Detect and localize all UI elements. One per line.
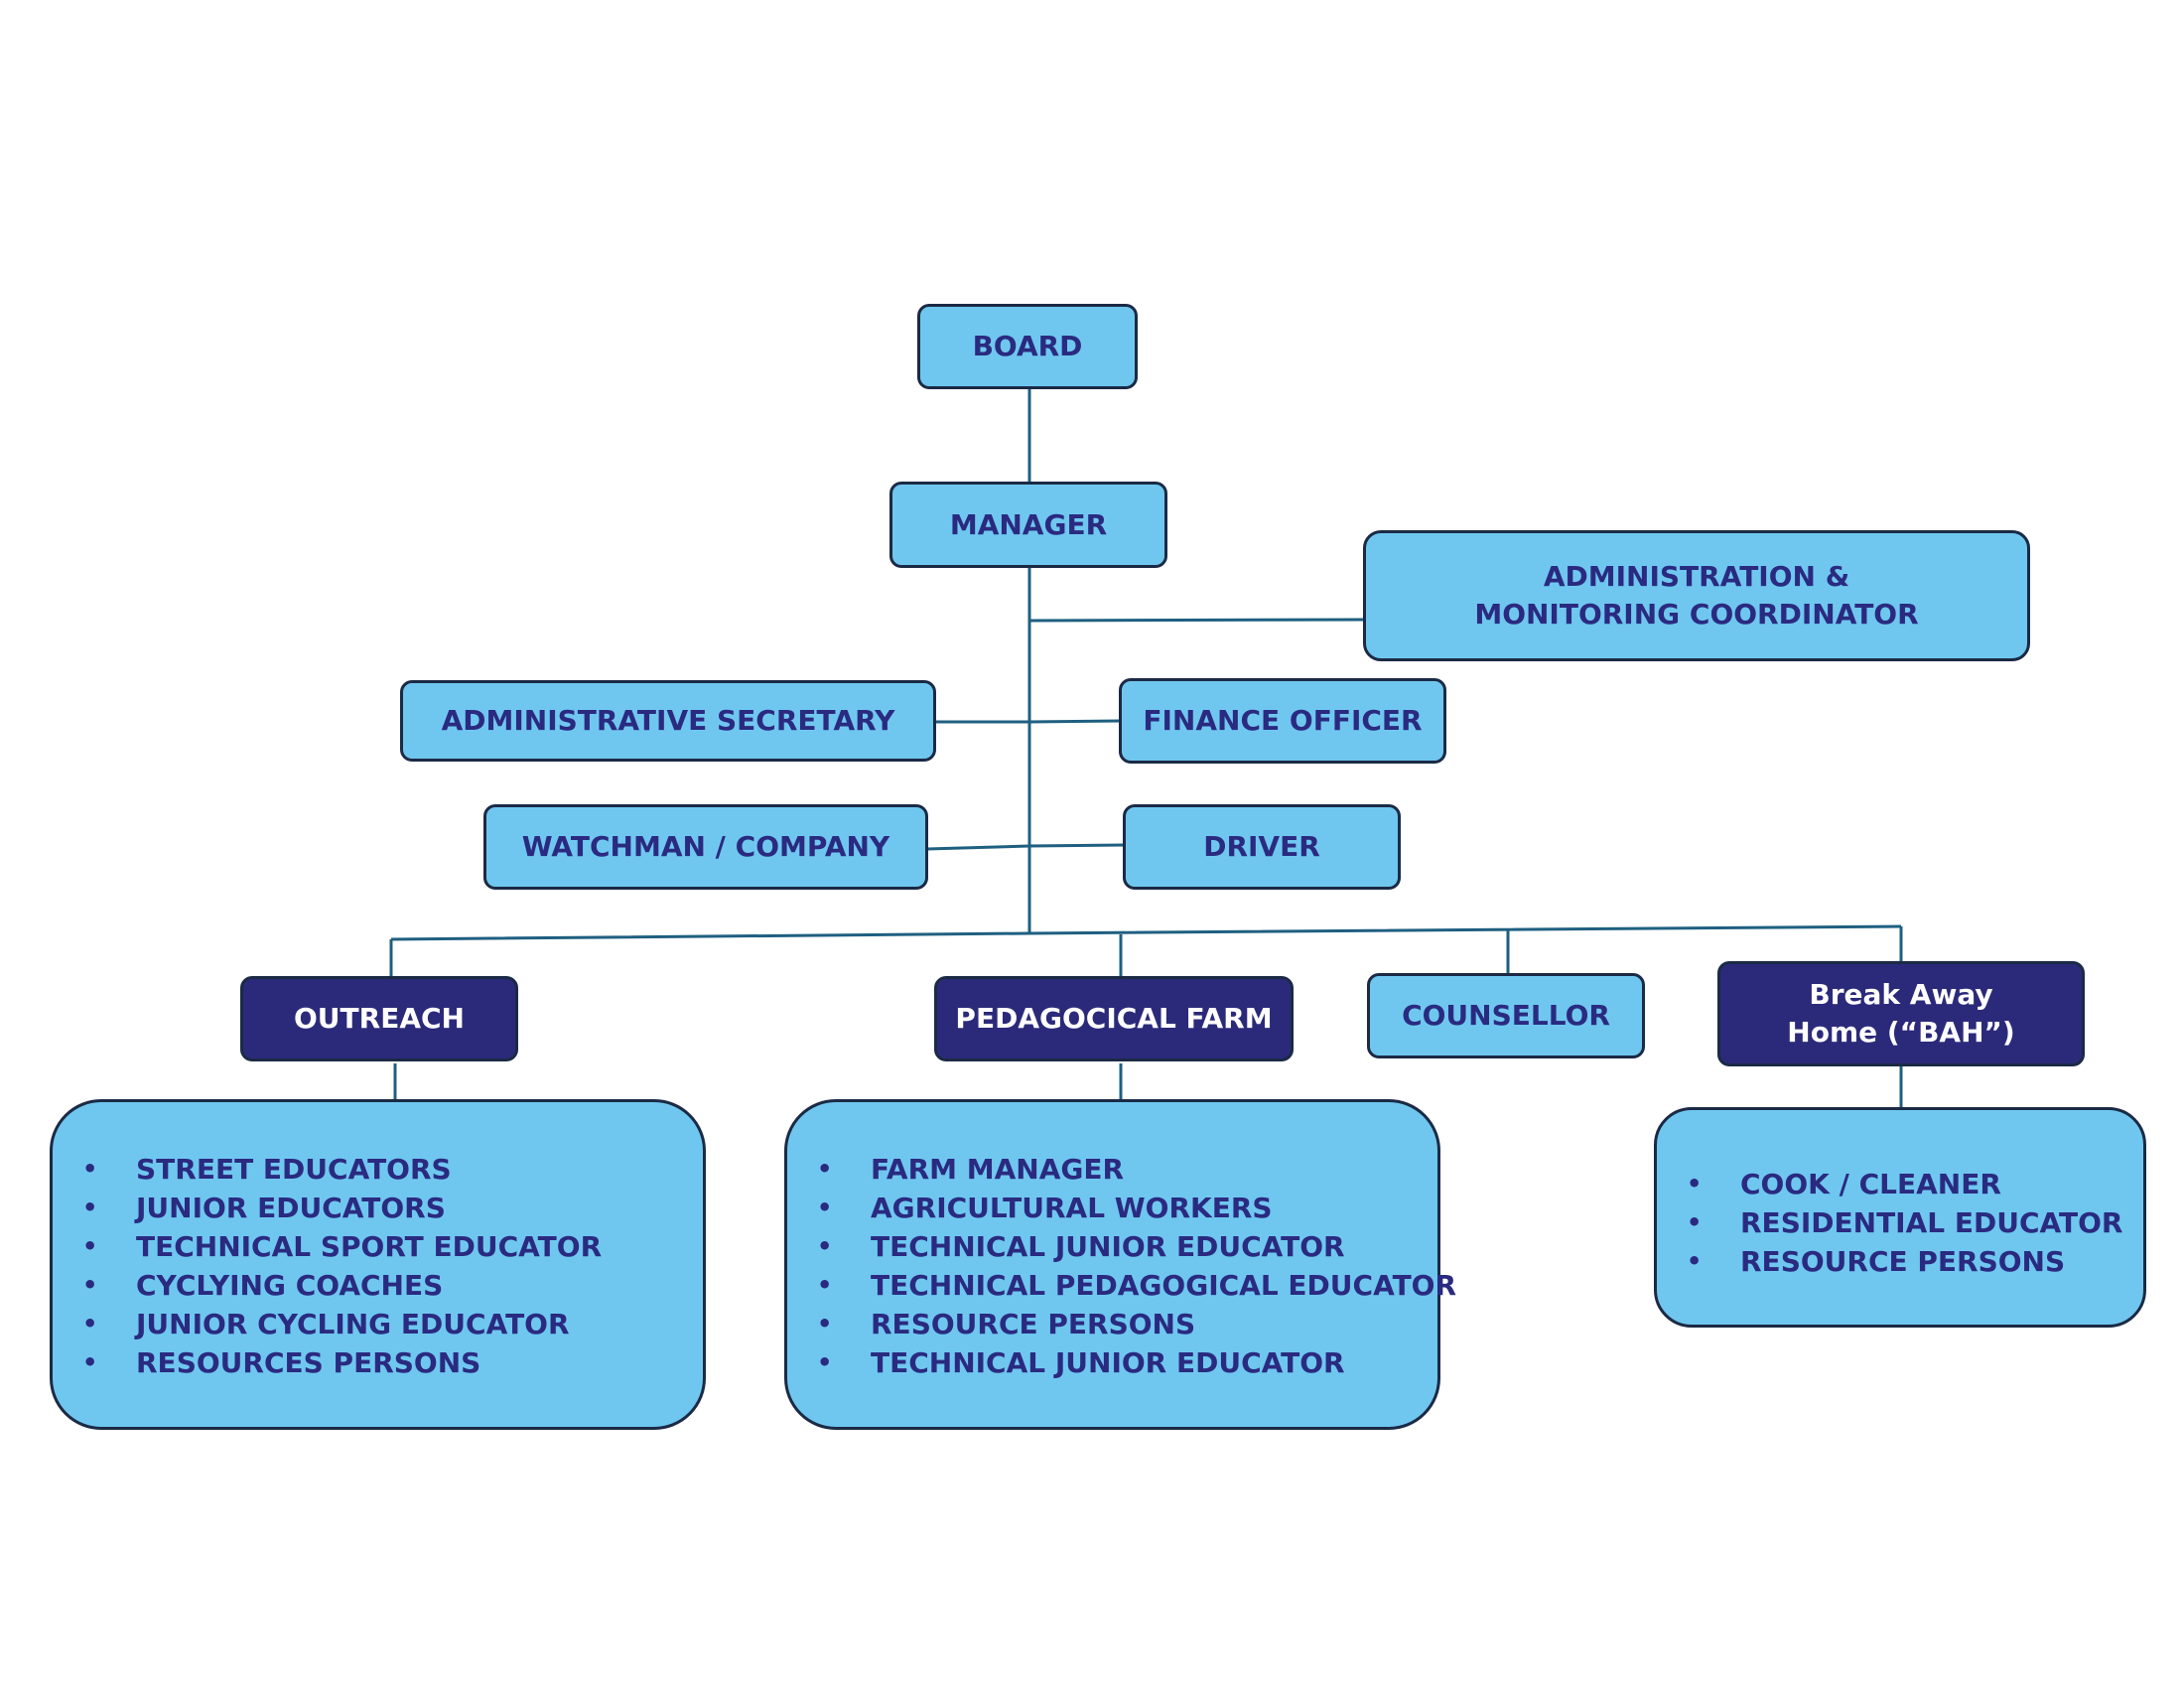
break-away-home-box: Break Away Home (“BAH”)	[1717, 961, 2085, 1066]
list-item: •RESOURCE PERSONS	[1657, 1242, 2143, 1281]
board-box: BOARD	[917, 304, 1138, 389]
bullet-icon: •	[817, 1271, 833, 1299]
list-item: •JUNIOR CYCLING EDUCATOR	[53, 1305, 703, 1343]
bullet-icon: •	[817, 1310, 833, 1337]
bullet-icon: •	[817, 1194, 833, 1221]
connector-division-bus	[390, 924, 1902, 941]
list-item: •RESOURCES PERSONS	[53, 1343, 703, 1382]
driver-box: DRIVER	[1123, 804, 1401, 890]
counsellor-box: COUNSELLOR	[1367, 973, 1645, 1058]
list-item: •RESOURCE PERSONS	[787, 1305, 1437, 1343]
connector-finance-officer	[1028, 719, 1122, 724]
bullet-icon: •	[1687, 1247, 1703, 1275]
list-item: •TECHNICAL JUNIOR EDUCATOR	[787, 1343, 1437, 1382]
list-item: •AGRICULTURAL WORKERS	[787, 1189, 1437, 1227]
list-item: •TECHNICAL SPORT EDUCATOR	[53, 1227, 703, 1266]
list-item: •TECHNICAL JUNIOR EDUCATOR	[787, 1227, 1437, 1266]
bullet-icon: •	[82, 1194, 98, 1221]
list-item: •COOK / CLEANER	[1657, 1165, 2143, 1203]
bullet-icon: •	[817, 1155, 833, 1183]
bullet-icon: •	[1687, 1170, 1703, 1197]
list-item: •TECHNICAL PEDAGOGICAL EDUCATOR	[787, 1266, 1456, 1305]
list-item: •JUNIOR EDUCATORS	[53, 1189, 703, 1227]
pedagogical-farm-staff-list: •FARM MANAGER •AGRICULTURAL WORKERS •TEC…	[784, 1099, 1456, 1430]
outreach-staff-list: •STREET EDUCATORS •JUNIOR EDUCATORS •TEC…	[50, 1099, 706, 1430]
pedagogical-farm-box: PEDAGOCICAL FARM	[934, 976, 1294, 1061]
bullet-icon: •	[82, 1155, 98, 1183]
list-item: •STREET EDUCATORS	[53, 1150, 703, 1189]
bullet-icon: •	[82, 1232, 98, 1260]
bullet-icon: •	[817, 1348, 833, 1376]
list-item: •RESIDENTIAL EDUCATOR	[1657, 1203, 2143, 1242]
administrative-secretary-box: ADMINISTRATIVE SECRETARY	[400, 680, 936, 762]
finance-officer-box: FINANCE OFFICER	[1119, 678, 1446, 764]
connector-admin-monitoring	[1028, 618, 1366, 623]
list-item: •FARM MANAGER	[787, 1150, 1437, 1189]
bullet-icon: •	[82, 1348, 98, 1376]
watchman-company-box: WATCHMAN / COMPANY	[483, 804, 928, 890]
break-away-home-staff-list: •COOK / CLEANER •RESIDENTIAL EDUCATOR •R…	[1654, 1107, 2146, 1328]
manager-box: MANAGER	[889, 482, 1167, 568]
connector-watchman	[926, 844, 1030, 851]
bullet-icon: •	[82, 1271, 98, 1299]
bullet-icon: •	[817, 1232, 833, 1260]
bullet-icon: •	[1687, 1208, 1703, 1236]
connector-driver	[1028, 843, 1126, 848]
bullet-icon: •	[82, 1310, 98, 1337]
list-item: •CYCLYING COACHES	[53, 1266, 703, 1305]
outreach-box: OUTREACH	[240, 976, 518, 1061]
admin-monitoring-coordinator-box: ADMINISTRATION & MONITORING COORDINATOR	[1363, 530, 2030, 661]
